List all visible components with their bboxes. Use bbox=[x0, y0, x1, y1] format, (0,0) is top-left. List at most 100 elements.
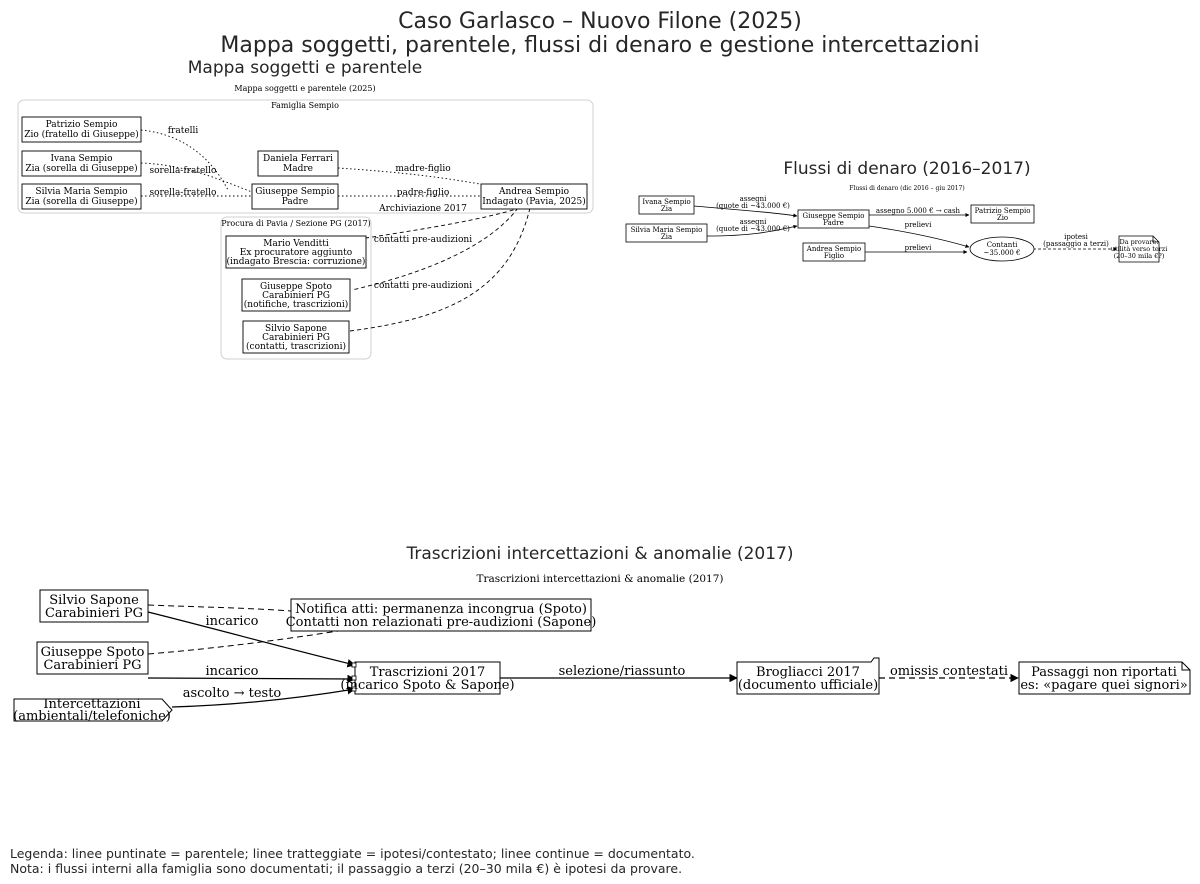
svg-text:Giuseppe Spoto: Giuseppe Spoto bbox=[41, 645, 145, 660]
svg-text:Ivana Sempio: Ivana Sempio bbox=[50, 154, 112, 164]
edge-label-incarico-1: incarico bbox=[205, 614, 258, 629]
main-title: Caso Garlasco – Nuovo Filone (2025) bbox=[398, 9, 802, 34]
main-subtitle: Mappa soggetti, parentele, flussi di den… bbox=[220, 33, 979, 58]
svg-text:Trascrizioni 2017: Trascrizioni 2017 bbox=[370, 665, 486, 680]
node-trans-giuseppe-spoto: Giuseppe Spoto Carabinieri PG bbox=[36, 641, 149, 675]
edge-label-assegni-2-detail: (quote di ~43.000 €) bbox=[716, 225, 790, 233]
edge-label-contatti-2: contatti pre-audizioni bbox=[374, 281, 472, 291]
svg-text:es: «pagare quei signori»: es: «pagare quei signori» bbox=[1020, 678, 1187, 693]
svg-text:Giuseppe Sempio: Giuseppe Sempio bbox=[255, 187, 335, 197]
node-trans-notifica-atti: Notifica atti: permanenza incongrua (Spo… bbox=[286, 598, 597, 632]
svg-text:Brogliacci 2017: Brogliacci 2017 bbox=[756, 665, 860, 680]
edge-label-fratelli: fratelli bbox=[168, 126, 199, 136]
svg-text:Daniela Ferrari: Daniela Ferrari bbox=[263, 154, 333, 164]
node-money-andrea-sempio: Andrea Sempio Figlio bbox=[802, 242, 866, 262]
edge-assegni-silvia bbox=[706, 224, 798, 237]
family-map-panel: Mappa soggetti e parentele Mappa soggett… bbox=[17, 58, 594, 360]
edge-label-omissis: omissis contestati bbox=[890, 664, 1008, 679]
svg-text:Carabinieri PG: Carabinieri PG bbox=[45, 606, 143, 621]
svg-text:Contatti non relazionati pre-a: Contatti non relazionati pre-audizioni (… bbox=[286, 615, 597, 630]
cluster-famiglia-sempio bbox=[17, 99, 594, 214]
node-giuseppe-spoto: Giuseppe Spoto Carabinieri PG (notifiche… bbox=[241, 278, 351, 312]
family-map-heading: Mappa soggetti e parentele bbox=[188, 58, 422, 78]
edge-label-sorella-fratello-1: sorella-fratello bbox=[150, 166, 217, 176]
edge-contatti-sapone bbox=[349, 207, 531, 332]
svg-text:Silvio Sapone: Silvio Sapone bbox=[265, 324, 327, 334]
node-trans-silvio-sapone: Silvio Sapone Carabinieri PG bbox=[39, 589, 149, 623]
edge-label-ipotesi-detail: (passaggio a terzi) bbox=[1043, 240, 1109, 248]
svg-text:(ambientali/telefoniche): (ambientali/telefoniche) bbox=[13, 709, 171, 724]
edge-fratelli bbox=[140, 129, 229, 191]
edge-label-archiviazione: Archiviazione 2017 bbox=[378, 204, 467, 214]
svg-text:Ivana Sempio: Ivana Sempio bbox=[642, 198, 690, 206]
svg-text:(notifiche, trascrizioni): (notifiche, trascrizioni) bbox=[244, 299, 348, 310]
cluster-famiglia-label: Famiglia Sempio bbox=[271, 101, 339, 110]
node-giuseppe-sempio: Giuseppe Sempio Padre bbox=[251, 183, 339, 210]
node-money-patrizio-sempio: Patrizio Sempio Zio bbox=[970, 204, 1035, 224]
edge-label-assegni-1: assegni bbox=[740, 195, 767, 203]
svg-text:Carabinieri PG: Carabinieri PG bbox=[262, 291, 330, 301]
node-andrea-sempio: Andrea Sempio Indagato (Pavia, 2025) bbox=[480, 183, 588, 210]
node-trans-brogliacci-2017: Brogliacci 2017 (documento ufficiale) bbox=[736, 657, 880, 695]
svg-text:Silvia Maria Sempio: Silvia Maria Sempio bbox=[35, 187, 127, 197]
svg-text:Carabinieri PG: Carabinieri PG bbox=[43, 658, 141, 673]
transcriptions-heading: Trascrizioni intercettazioni & anomalie … bbox=[406, 544, 794, 564]
svg-text:Giuseppe Spoto: Giuseppe Spoto bbox=[260, 282, 332, 292]
edge-label-madre-figlio: madre-figlio bbox=[395, 164, 450, 174]
edge-ascolto-testo bbox=[171, 686, 356, 708]
node-money-contanti: Contanti ~35.000 € bbox=[969, 236, 1035, 262]
edge-archiviazione bbox=[365, 207, 521, 239]
svg-text:Silvio Sapone: Silvio Sapone bbox=[49, 593, 139, 608]
edge-sorella-fratello-ivana bbox=[140, 162, 253, 193]
svg-text:Zia: Zia bbox=[661, 233, 672, 241]
svg-text:(contatti, trascrizioni): (contatti, trascrizioni) bbox=[246, 341, 346, 352]
svg-text:Intercettazioni: Intercettazioni bbox=[43, 697, 140, 712]
edge-incarico-sapone bbox=[147, 611, 356, 668]
svg-text:Zio: Zio bbox=[997, 214, 1008, 222]
node-patrizio-sempio: Patrizio Sempio Zio (fratello di Giusepp… bbox=[21, 116, 142, 143]
edge-label-assegni-1-detail: (quote di ~43.000 €) bbox=[716, 202, 790, 210]
edge-madre-figlio bbox=[337, 167, 491, 187]
svg-text:Silvia Maria Sempio: Silvia Maria Sempio bbox=[631, 226, 703, 234]
transcriptions-panel: Trascrizioni intercettazioni & anomalie … bbox=[13, 544, 1191, 724]
node-silvio-sapone: Silvio Sapone Carabinieri PG (contatti, … bbox=[242, 320, 350, 354]
edge-assegni-ivana bbox=[693, 205, 798, 218]
cluster-procura-label: Procura di Pavia / Sezione PG (2017) bbox=[221, 219, 371, 228]
transcriptions-graph-label: Trascrizioni intercettazioni & anomalie … bbox=[476, 573, 723, 585]
svg-text:Padre: Padre bbox=[282, 197, 308, 207]
svg-text:Zia (sorella di Giuseppe): Zia (sorella di Giuseppe) bbox=[25, 196, 137, 207]
svg-text:Zia (sorella di Giuseppe): Zia (sorella di Giuseppe) bbox=[25, 163, 137, 174]
cluster-procura bbox=[220, 216, 372, 360]
node-mario-venditti: Mario Venditti Ex procuratore aggiunto (… bbox=[225, 235, 367, 269]
node-trans-trascrizioni-2017: Trascrizioni 2017 (incarico Spoto & Sapo… bbox=[340, 661, 515, 695]
node-money-giuseppe-sempio: Giuseppe Sempio Padre bbox=[797, 209, 870, 229]
legend-line: Legenda: linee puntinate = parentele; li… bbox=[10, 846, 695, 861]
edge-label-selezione: selezione/riassunto bbox=[559, 664, 686, 679]
money-flow-heading: Flussi di denaro (2016–2017) bbox=[783, 159, 1030, 179]
legend-note: Nota: i flussi interni alla famiglia son… bbox=[10, 861, 683, 876]
svg-text:Padre: Padre bbox=[823, 219, 844, 227]
edge-label-padre-figlio: padre-figlio bbox=[397, 188, 450, 198]
svg-text:(documento ufficiale): (documento ufficiale) bbox=[738, 678, 878, 693]
legend: Legenda: linee puntinate = parentele; li… bbox=[10, 846, 695, 876]
node-trans-passaggi-non-riportati: Passaggi non riportati es: «pagare quei … bbox=[1018, 661, 1191, 695]
node-money-ivana-sempio: Ivana Sempio Zia bbox=[638, 195, 695, 215]
edge-label-incarico-2: incarico bbox=[205, 664, 258, 679]
svg-text:Da provare:: Da provare: bbox=[1119, 238, 1158, 246]
node-trans-intercettazioni: Intercettazioni (ambientali/telefoniche) bbox=[13, 697, 173, 724]
svg-text:Passaggi non riportati: Passaggi non riportati bbox=[1031, 665, 1177, 680]
svg-text:(incarico Spoto & Sapone): (incarico Spoto & Sapone) bbox=[340, 678, 514, 693]
node-money-silvia-sempio: Silvia Maria Sempio Zia bbox=[625, 223, 708, 243]
svg-text:Zio (fratello di Giuseppe): Zio (fratello di Giuseppe) bbox=[24, 129, 139, 140]
edge-label-contatti-1: contatti pre-audizioni bbox=[374, 235, 472, 245]
edge-label-assegni-2: assegni bbox=[740, 218, 767, 226]
svg-text:Contanti: Contanti bbox=[987, 241, 1018, 249]
svg-text:utilità verso terzi: utilità verso terzi bbox=[1111, 244, 1168, 253]
edge-label-prelievi-2: prelievi bbox=[905, 244, 933, 252]
edge-label-ipotesi: ipotesi bbox=[1064, 233, 1088, 241]
money-graph-label: Flussi di denaro (dic 2016 – giu 2017) bbox=[849, 185, 964, 192]
svg-text:Carabinieri PG: Carabinieri PG bbox=[262, 333, 330, 343]
svg-text:(indagato Brescia: corruzione): (indagato Brescia: corruzione) bbox=[227, 256, 366, 267]
edge-incarico-spoto bbox=[147, 674, 356, 684]
